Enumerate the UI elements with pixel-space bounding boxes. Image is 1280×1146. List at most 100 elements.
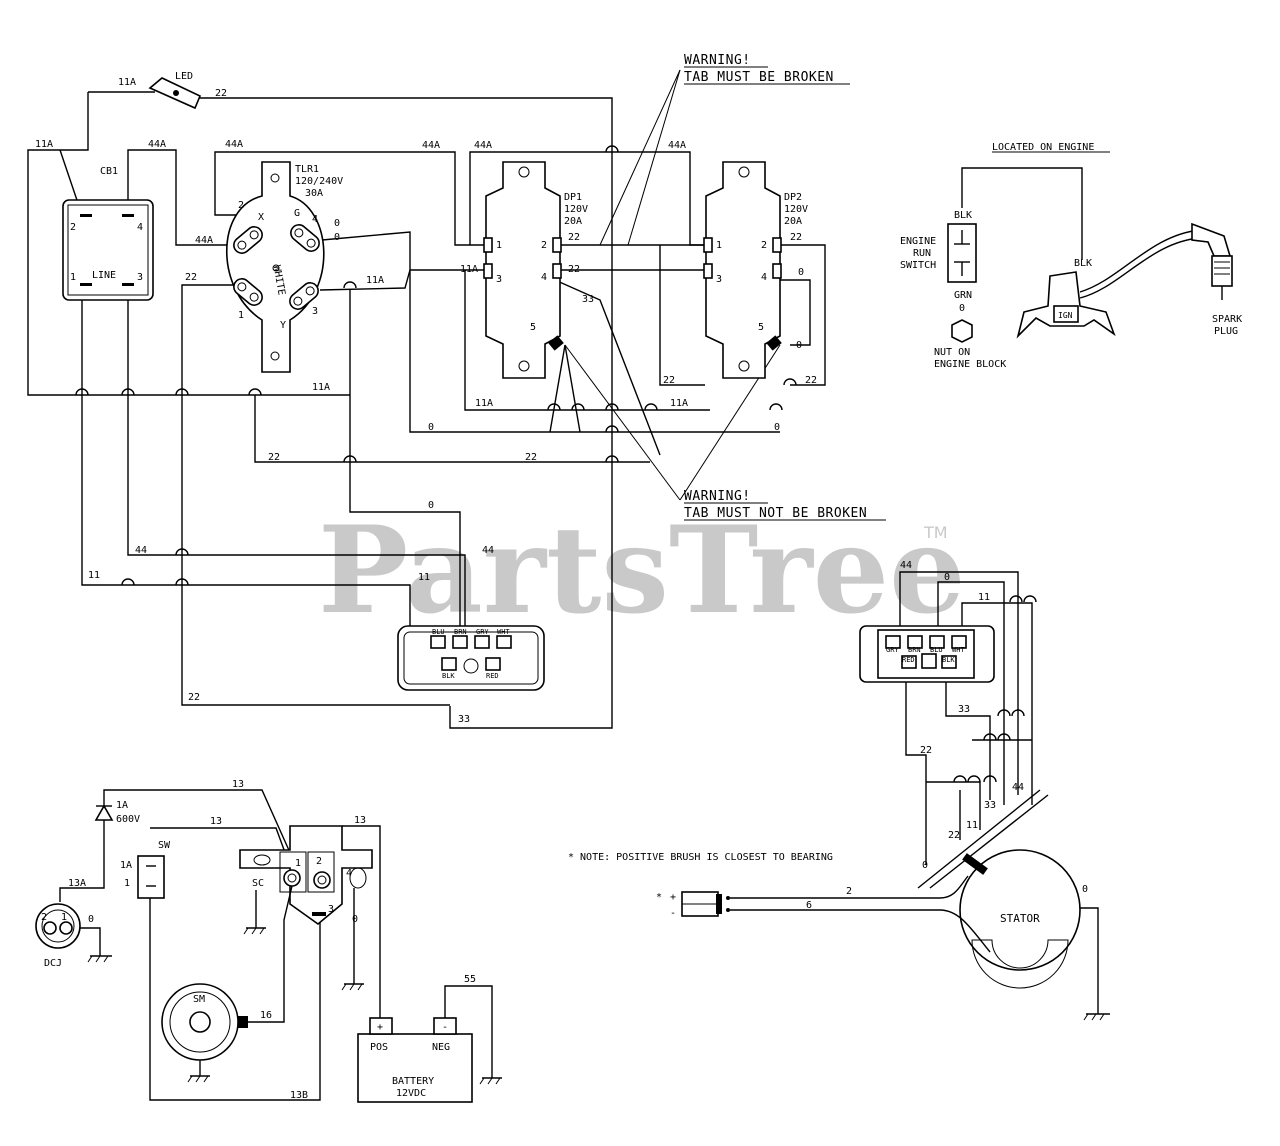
ignition-coil xyxy=(1016,271,1116,339)
nut-label1: NUT ON xyxy=(934,347,970,358)
tlr1-receptacle: TLR1 120/240V 30A X G Y WHITE 2 4 1 3 xyxy=(225,161,343,373)
dcj-inner xyxy=(41,909,75,943)
hump-9 xyxy=(121,578,135,586)
sm-shaft xyxy=(189,1011,211,1033)
hump-12 xyxy=(547,403,561,411)
battery-label1: BATTERY xyxy=(392,1076,434,1087)
dp2-term-2 xyxy=(772,237,782,253)
cb1-pin2-num: 2 xyxy=(70,222,76,233)
dp1-pin4: 4 xyxy=(541,272,547,283)
sc-mount-right xyxy=(349,867,367,889)
label-11a-dp2-bottom: 11A xyxy=(670,398,688,409)
stator-wire-0 xyxy=(937,581,1005,805)
label-13-battery: 13 xyxy=(354,815,366,826)
label-13-mid: 13 xyxy=(210,816,222,827)
wire-44a-cb1 xyxy=(127,149,238,246)
stator-ground-wire xyxy=(1080,907,1099,1014)
wire-13b xyxy=(149,898,321,1101)
sc-term-2-box xyxy=(307,851,335,893)
stator-ground-0: 0 xyxy=(1082,884,1088,895)
coil-blk: BLK xyxy=(1074,258,1092,269)
dp2-pin5: 5 xyxy=(758,322,764,333)
spark-plug-icon xyxy=(1211,255,1233,287)
wire-22-tlr xyxy=(181,284,240,395)
stator-pin-red: RED xyxy=(902,656,915,664)
stator-pin-box-4 xyxy=(951,635,967,649)
starter-switch xyxy=(137,855,165,899)
label-33-idle: 33 xyxy=(458,714,470,725)
stator-pin-box-2 xyxy=(907,635,923,649)
tlr1-center xyxy=(272,264,280,272)
label-0-a: 0 xyxy=(334,218,340,229)
label-22-b1: 22 xyxy=(268,452,280,463)
starter-section: 1A 600V 13 13 13A 2 1 DCJ 0 SW 1A 1 13B xyxy=(35,779,502,1103)
hump-s6 xyxy=(997,733,1011,741)
dp1-term-3 xyxy=(483,263,493,279)
dcj-pin1-num: 1 xyxy=(61,912,67,923)
brush-plus: + xyxy=(670,892,676,903)
stator-winding xyxy=(962,853,988,875)
idle-module-center xyxy=(463,658,479,674)
hump-2 xyxy=(121,388,135,396)
hump-8 xyxy=(175,578,189,586)
tlr1-pin2: 2 xyxy=(238,200,244,211)
wire-11a-left xyxy=(27,92,350,396)
stator-label-0: 0 xyxy=(944,572,950,583)
hump-6 xyxy=(605,455,619,463)
dp2-screw-bottom xyxy=(738,360,750,372)
warning-top-pointer-b xyxy=(627,69,681,246)
tlr1-name: TLR1 xyxy=(295,164,319,175)
watermark-tm: TM xyxy=(923,523,948,542)
hump-14 xyxy=(605,403,619,411)
cb1-breaker: CB1 2 4 1 3 LINE xyxy=(62,166,154,301)
sc-ground-icon xyxy=(243,927,266,935)
label-11a-left: 11A xyxy=(35,139,53,150)
dp2-screw-top xyxy=(738,166,750,178)
ign-label: IGN xyxy=(1058,311,1073,320)
label-11a-bottom: 11A xyxy=(312,382,330,393)
stator-label-22b: 22 xyxy=(948,830,960,841)
dp2-pin4: 4 xyxy=(761,272,767,283)
hump-4 xyxy=(248,388,262,396)
sc-mount-left xyxy=(253,854,271,866)
sw-1a: 1A xyxy=(120,860,132,871)
hump-7 xyxy=(175,548,189,556)
dp1-pin2: 2 xyxy=(541,240,547,251)
dp1-amp: 20A xyxy=(564,216,582,227)
watermark: PartsTree TM xyxy=(318,500,965,641)
switch-0: 0 xyxy=(959,303,965,314)
dp2-pin3: 3 xyxy=(716,274,722,285)
label-44a-dp2: 44A xyxy=(668,140,686,151)
wire-0-idle xyxy=(349,290,461,640)
dp1-pin1: 1 xyxy=(496,240,502,251)
stator-section: GRY BRN BLU WHT RED BLK 44 0 11 33 22 44… xyxy=(568,560,1110,1021)
warning-bottom-title: WARNING! xyxy=(684,489,751,504)
engine-label1: ENGINE xyxy=(900,236,936,247)
stator-wire-22 xyxy=(905,682,927,865)
dp1-body xyxy=(485,161,561,379)
wire-0-tlr xyxy=(321,231,780,433)
sc-pin1: 1 xyxy=(295,858,301,869)
battery-minus: - xyxy=(442,1022,448,1033)
label-44a-tlr: 44A xyxy=(195,235,213,246)
spark-wire xyxy=(1079,229,1201,293)
wire-33 xyxy=(554,279,661,456)
label-22-dp2: 22 xyxy=(790,232,802,243)
label-22-b2: 22 xyxy=(525,452,537,463)
stator-lead-2 xyxy=(929,794,1049,889)
dcj-ground-0: 0 xyxy=(88,914,94,925)
led: LED xyxy=(148,71,202,110)
dcj-jack xyxy=(35,903,81,949)
stator-lead xyxy=(917,789,1041,889)
cb1-line: LINE xyxy=(92,270,116,281)
hump-s1 xyxy=(1009,595,1023,603)
wire-44-cb1 xyxy=(127,285,466,640)
sm-ground-icon xyxy=(187,1075,210,1083)
stator-label-11: 11 xyxy=(978,592,990,603)
tlr1-screw-bottom xyxy=(270,351,280,361)
hump-15 xyxy=(644,403,658,411)
wire-22-dp2-left xyxy=(659,245,705,386)
label-44-b: 44 xyxy=(482,545,494,556)
sc-term-2-inner xyxy=(317,875,327,885)
